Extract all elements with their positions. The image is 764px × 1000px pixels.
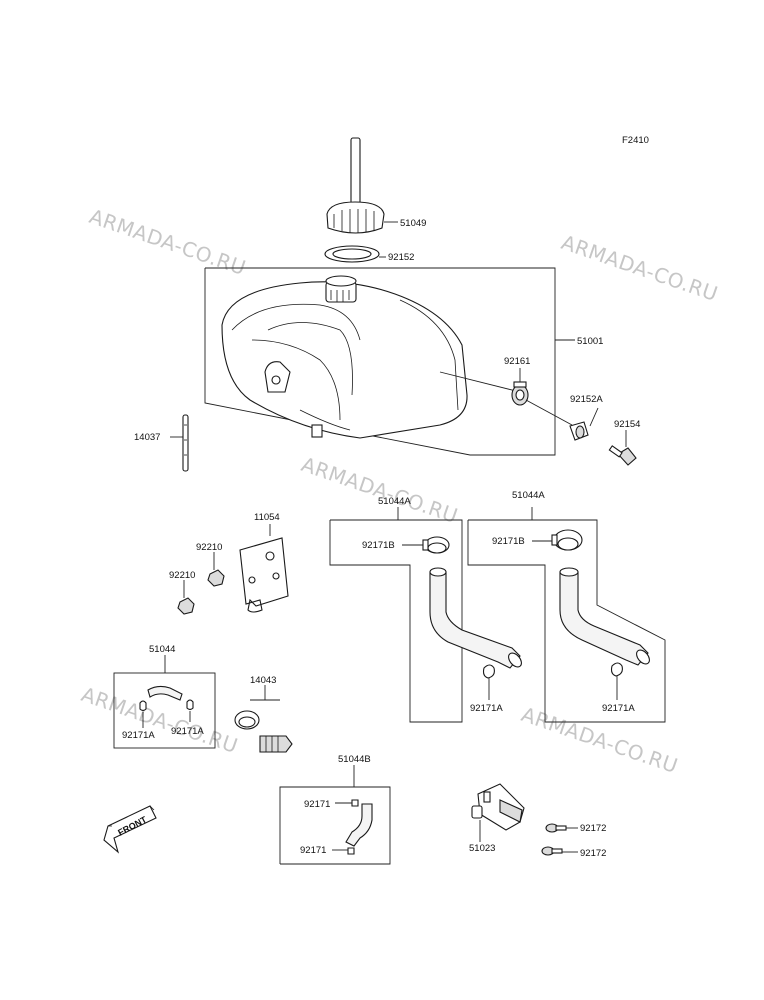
label-92171A-left: 92171A [470,703,503,714]
label-92172-a: 92172 [580,823,606,834]
label-14037: 14037 [134,432,160,443]
label-92161: 92161 [504,356,530,367]
label-92171A-small-2: 92171A [171,726,204,737]
label-92152A: 92152A [570,394,603,405]
screw-upper-icon [545,823,578,833]
grommet-icon [511,368,573,426]
label-92171-b: 92171 [300,845,326,856]
label-92152: 92152 [388,252,414,263]
hose-group-51044-frame [113,655,216,749]
label-51044A-right: 51044A [512,490,545,501]
nut-upper-icon [207,552,225,587]
watermark-top-left: ARMADA-CO.RU [86,204,249,280]
label-92172-b: 92172 [580,848,606,859]
label-92154: 92154 [614,419,640,430]
hose-group-left-frame [329,507,463,723]
label-51044: 51044 [149,644,175,655]
label-51049: 51049 [400,218,426,229]
nut-lower-icon [177,580,195,615]
filler-cap-icon [326,137,398,234]
fuel-tank-icon [221,275,521,439]
hose-clamp-left-bottom-icon [482,664,495,700]
watermark-bottom-right: ARMADA-CO.RU [518,702,681,778]
watermark-middle: ARMADA-CO.RU [298,452,461,528]
label-92171-a: 92171 [304,799,330,810]
rod-icon [170,414,189,472]
fuel-tank-group-frame [204,267,575,456]
label-51001: 51001 [577,336,603,347]
collar-icon [569,407,599,441]
label-11054: 11054 [254,512,280,523]
fuel-filter-icon [234,685,293,753]
bracket-icon [239,524,289,613]
label-92171B-right: 92171B [492,536,525,547]
front-arrow-icon: FRONT [103,805,157,854]
hose-group-right-frame [467,507,666,723]
small-hose-icon [139,685,194,728]
label-92171A-right: 92171A [602,703,635,714]
label-51023: 51023 [469,843,495,854]
hose-group-51044B-frame [279,765,391,865]
label-92171A-small-1: 92171A [122,730,155,741]
label-92210-a: 92210 [196,542,222,553]
hose-clamp-right-top-icon [532,529,583,551]
label-51044B: 51044B [338,754,371,765]
label-14043: 14043 [250,675,276,686]
screw-lower-icon [541,846,578,856]
label-51044A-left: 51044A [378,496,411,507]
diagram-code: F2410 [622,135,649,146]
bolt-icon [608,430,637,466]
fuel-hose-right-icon [559,567,650,666]
hose-clamp-left-top-icon [402,536,450,554]
fuel-hose-left-icon [429,567,522,669]
cap-gasket-icon [324,245,386,263]
label-92210-b: 92210 [169,570,195,581]
hose-51044B-icon [332,799,373,855]
watermark-top-right: ARMADA-CO.RU [558,230,721,306]
hose-clamp-right-bottom-icon [610,662,623,700]
label-92171B-left: 92171B [362,540,395,551]
fuel-cock-icon [471,783,525,842]
